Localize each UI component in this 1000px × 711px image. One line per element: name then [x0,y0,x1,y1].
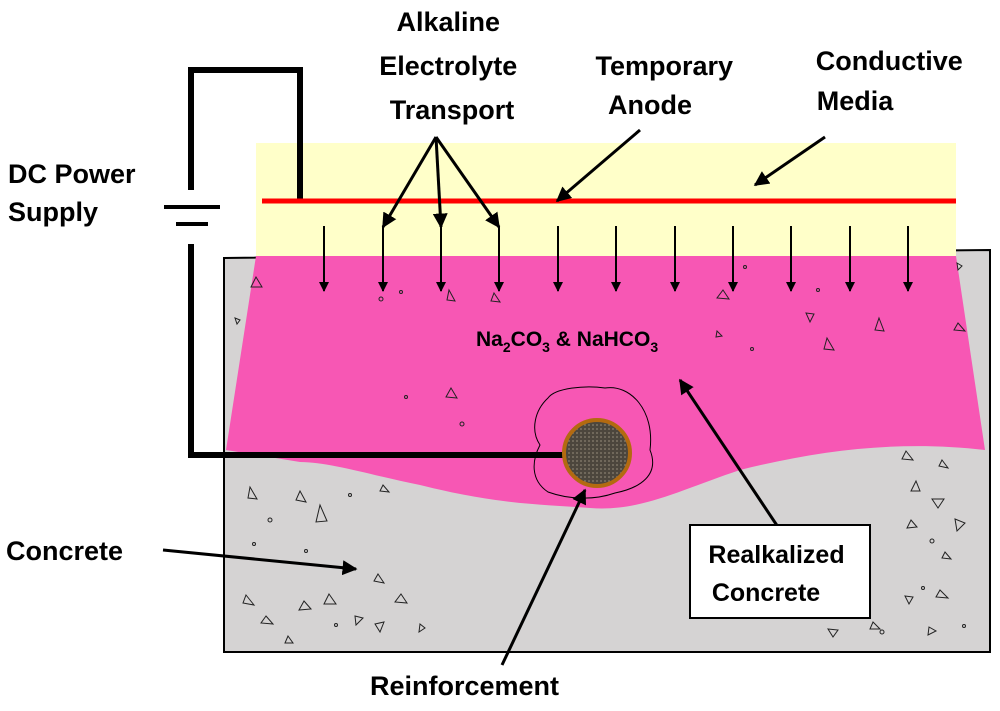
realkalized-label-box [689,524,871,619]
power-supply-wire-top [188,67,303,201]
reinforcement-bar [562,418,632,488]
aggregate-particles [234,262,967,644]
concrete-label: Concrete [6,536,123,566]
dc-power-supply-gap [152,190,232,244]
alkaline-label: Alkaline Electrolyte Transport [379,7,525,125]
reinforcement-callout-arrow [500,488,587,666]
temporary-anode-label: Temporary Anode [595,51,740,120]
reinforcement-label: Reinforcement [370,671,559,701]
conductive-media-label: Conductive Media [816,46,971,116]
concrete-callout-arrow [162,548,358,576]
media-callout-arrow [753,135,826,187]
callout-arrows [162,128,826,666]
alkaline-callout-arrow [432,136,448,229]
dc-power-supply-label: DC Power Supply [8,159,143,227]
realkalized-zone [226,256,985,509]
chemical-formula-label: Na2CO3 & NaHCO3 [476,328,658,355]
anode-callout-arrow [555,128,641,203]
realkalized-concrete-label: Realkalized Concrete [708,541,851,607]
alkaline-callout-arrow [381,136,438,229]
transport-arrows [319,226,913,292]
alkaline-callout-arrow [434,136,501,229]
power-supply-wire-bottom [188,238,570,458]
realkalized-callout-arrow [678,378,782,531]
rebar-influence-zone [533,386,653,499]
